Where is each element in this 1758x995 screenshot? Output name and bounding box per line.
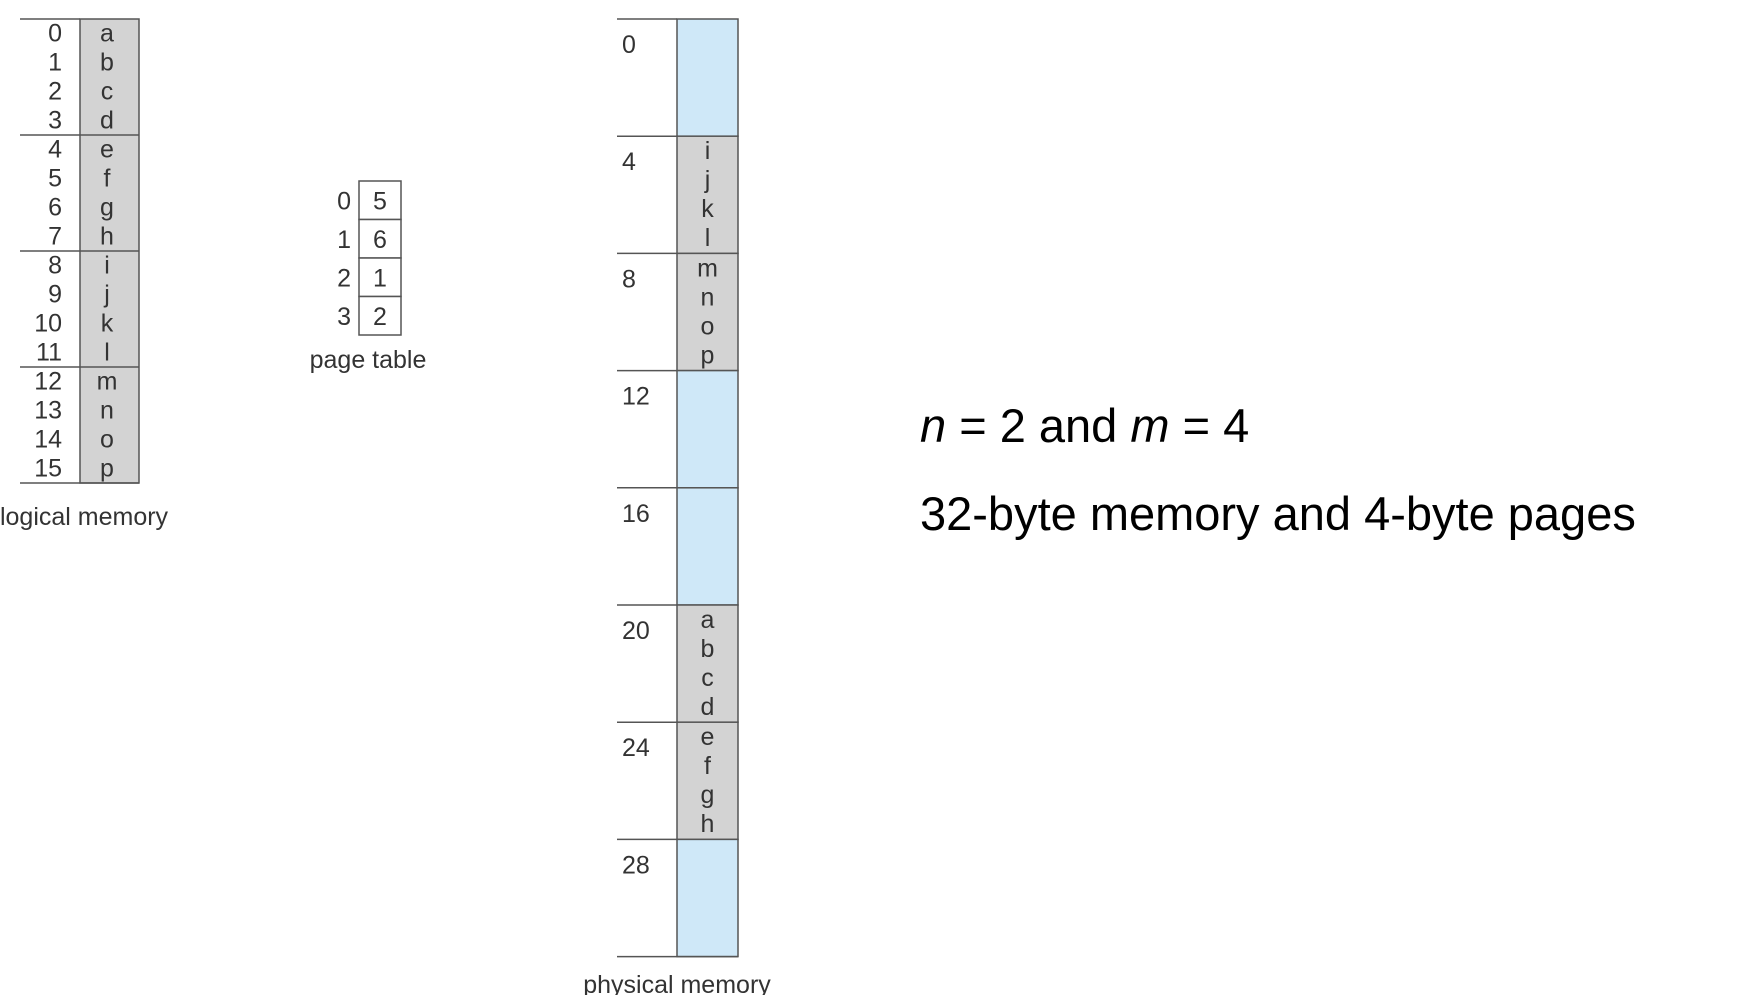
physical-frame-empty [676,18,739,137]
logical-value-cell: b [100,49,114,77]
physical-frame-empty [676,369,739,489]
logical-value-cell: k [101,310,114,338]
physical-address-label: 12 [622,383,650,411]
physical-frame-byte: i [705,137,711,165]
physical-frame-byte: k [701,195,714,223]
logical-value-cell: m [97,368,118,396]
caption-text-2: = 4 [1169,399,1250,452]
physical-frame-byte: c [701,664,714,692]
logical-address-label: 11 [36,339,62,367]
logical-address-label: 15 [34,455,62,483]
logical-value-cell: c [101,78,114,106]
logical-value-cell: o [100,426,114,454]
logical-address-label: 2 [48,78,62,106]
page-table-page-index: 3 [337,303,351,331]
page-table-cell [358,257,402,298]
logical-address-label: 4 [48,136,62,164]
page-table-frame-number: 1 [373,264,387,292]
logical-value-cell: f [104,165,111,193]
physical-frame-byte: m [697,254,718,282]
page-table-page-index: 0 [337,187,351,215]
physical-address-label: 28 [622,851,650,879]
logical-address-label: 10 [34,310,62,338]
physical-frame-byte: b [701,635,715,663]
physical-frame-filled [676,135,739,255]
logical-address-label: 6 [48,194,62,222]
page-table-page-index: 2 [337,264,351,292]
logical-memory: 0 a 1 b 2 c 3 d 4 e 5 f 6 g 7 h 8 i 9 j 10 k 11 l 12 m 13 n 14 o 15 p lo… [0,18,169,531]
logical-value-cell: j [103,281,110,309]
logical-value-cell: e [100,136,114,164]
physical-frame-byte: e [701,723,715,751]
physical-memory-label: physical memory [583,971,771,995]
physical-address-label: 4 [622,148,636,176]
physical-address-label: 20 [622,617,650,645]
physical-address-label: 8 [622,265,636,293]
physical-frame-empty [676,487,739,606]
logical-value-cell: a [100,20,114,48]
logical-value-cell: h [100,223,114,251]
physical-frame-empty [676,838,739,958]
logical-address-label: 8 [48,252,62,280]
logical-address-label: 13 [34,397,62,425]
physical-frame-byte: l [705,224,711,252]
physical-frame-byte: j [704,166,711,194]
logical-value-cell: l [104,339,110,367]
physical-frame-byte: f [704,752,711,780]
page-table-page-index: 1 [337,226,351,254]
caption-var-n: n [920,399,947,452]
logical-address-label: 7 [48,223,62,251]
physical-frame-byte: p [701,341,715,369]
logical-address-label: 3 [48,107,62,135]
logical-address-label: 0 [48,20,62,48]
physical-frame-byte: o [701,312,715,340]
physical-address-label: 24 [622,734,650,762]
caption-text-1: = 2 and [946,399,1131,452]
page-table-frame-number: 6 [373,226,387,254]
logical-value-cell: n [100,397,114,425]
physical-frame-filled [676,604,739,723]
logical-value-cell: g [100,194,114,222]
physical-frame-byte: g [701,781,715,809]
page-table-label: page table [310,346,427,374]
logical-value-cell: d [100,107,114,135]
physical-frame-byte: d [701,693,715,721]
physical-address-label: 0 [622,31,636,59]
caption-paging-parameters: n = 2 and m = 4 [920,398,1249,453]
logical-address-label: 9 [48,281,62,309]
logical-value-cell: p [100,455,114,483]
logical-value-cell: i [104,252,110,280]
logical-address-label: 12 [34,368,62,396]
caption-var-m: m [1130,399,1170,452]
logical-address-label: 5 [48,165,62,193]
logical-address-label: 14 [34,426,62,454]
physical-frame-byte: n [701,283,715,311]
physical-address-label: 16 [622,500,650,528]
logical-address-label: 1 [48,49,62,77]
page-table-frame-number: 5 [373,187,387,215]
page-table-frame-number: 2 [373,303,387,331]
physical-frame-filled [676,252,739,372]
physical-frame-byte: a [701,606,715,634]
physical-frame-byte: h [701,810,715,838]
page-table-cell [358,218,402,259]
page-table-cell [358,295,402,336]
logical-memory-label: logical memory [0,503,169,531]
caption-memory-sizes: 32-byte memory and 4-byte pages [920,487,1636,540]
